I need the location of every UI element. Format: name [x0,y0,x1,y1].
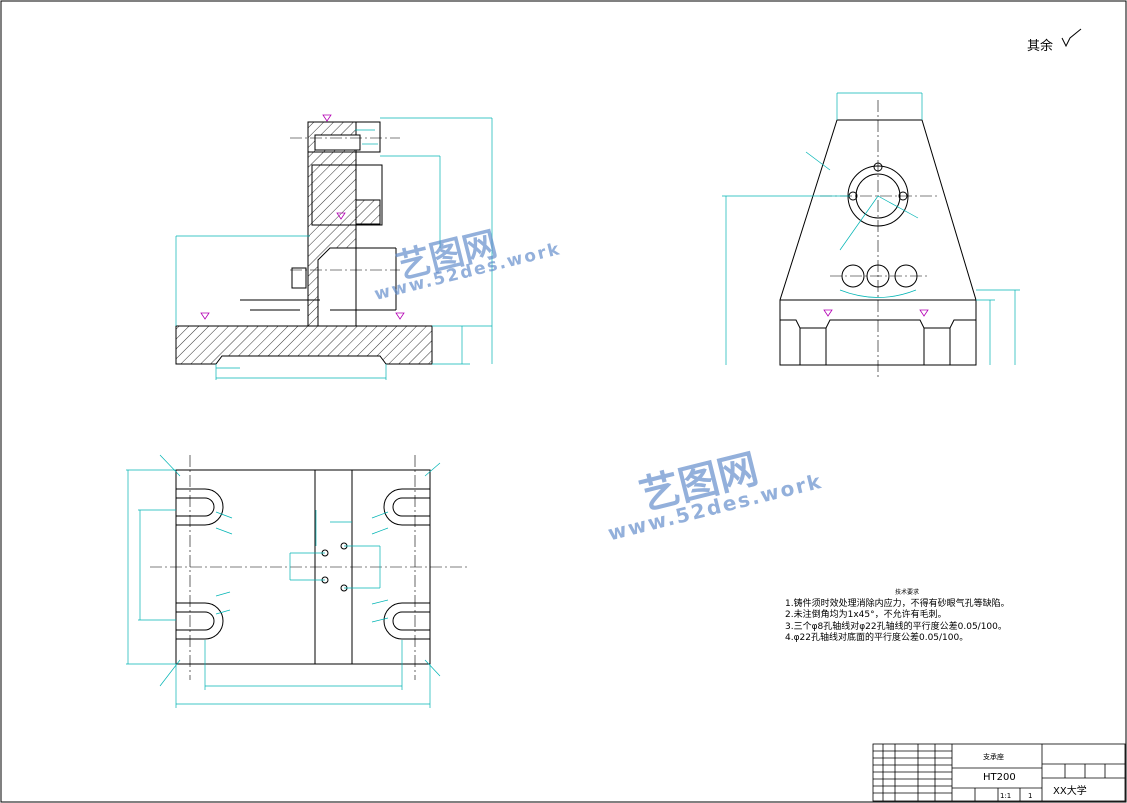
top-dimensions [126,454,441,708]
front-dimensions [175,117,493,380]
title-qty: 1 [1028,792,1033,800]
front-roughness-symbols [200,114,405,320]
title-scale: 1:1 [1000,792,1012,800]
tech-requirements: 技术要求 1.铸件须时效处理消除内应力，不得有砂眼气孔等缺陷。 2.未注倒角均为… [785,587,1010,645]
tech-requirement-4: 4.φ22孔轴线对底面的平行度公差0.05/100。 [785,633,969,643]
title-block-lines [872,743,1126,802]
roughness-symbol [1061,28,1082,48]
tech-requirement-3: 3.三个φ8孔轴线对φ22孔轴线的平行度公差0.05/100。 [785,621,1007,632]
tech-requirement-1: 1.铸件须时效处理消除内应力，不得有砂眼气孔等缺陷。 [785,598,1010,609]
top-view [150,455,470,680]
tech-requirement-2: 2.未注倒角均为1x45°，不允许有毛刺。 [785,610,947,620]
front-section-view [175,121,433,365]
side-dimensions [722,92,1020,365]
title-part-name: 支承座 [983,753,1004,761]
side-view [779,100,977,380]
title-company: XX大学 [1053,786,1087,797]
side-roughness-symbols [823,309,929,317]
title-material: HT200 [983,772,1016,783]
tech-requirements-title: 技术要求 [895,589,920,596]
roughness-note: 其余 [1027,39,1054,54]
